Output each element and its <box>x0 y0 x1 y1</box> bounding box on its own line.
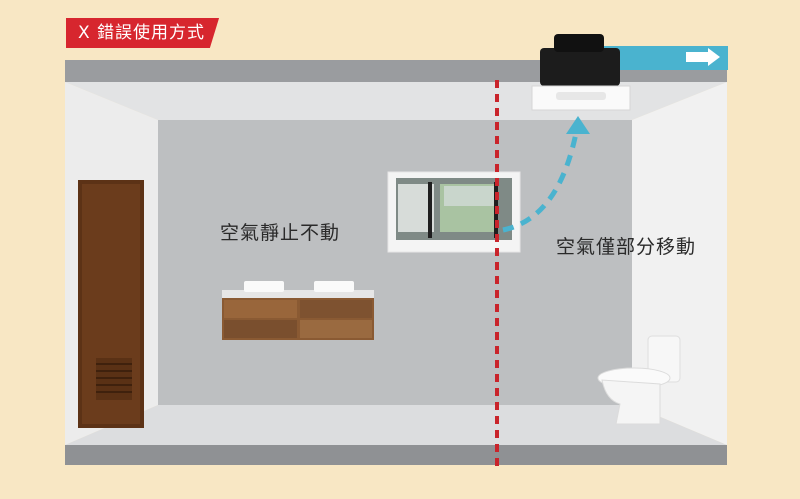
back-wall <box>158 120 632 405</box>
wrong-usage-badge: X 錯誤使用方式 <box>66 18 220 48</box>
right-sink <box>314 281 354 292</box>
floor-interior <box>65 405 727 445</box>
badge-text: 錯誤使用方式 <box>97 23 206 43</box>
door <box>78 180 144 428</box>
toilet <box>597 335 681 425</box>
airflow-path <box>502 127 580 233</box>
airflow-arrow-icon <box>566 116 590 134</box>
left-room-label: 空氣靜止不動 <box>220 222 341 244</box>
right-room-label: 空氣僅部分移動 <box>556 236 697 258</box>
exhaust-arrow-icon <box>686 48 720 66</box>
exhaust-fan <box>531 34 728 111</box>
floor-slab <box>65 445 727 465</box>
vanity <box>222 281 374 340</box>
left-sink <box>244 281 284 292</box>
x-mark-icon: X <box>78 23 98 43</box>
window <box>387 171 521 253</box>
